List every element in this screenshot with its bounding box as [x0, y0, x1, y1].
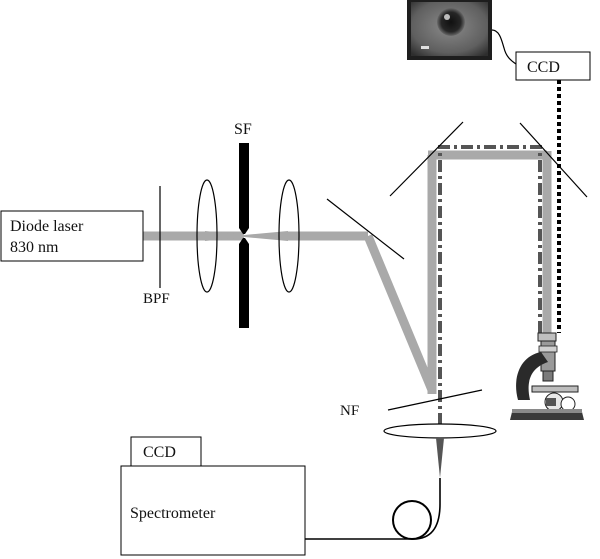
- bpf-label: BPF: [143, 291, 170, 307]
- scale-bar: [421, 46, 429, 49]
- microscope-light: [560, 396, 576, 412]
- cell-body: [437, 8, 465, 36]
- beam-segment-mirror-to-nf: [363, 234, 437, 392]
- spectrometer-label: Spectrometer: [130, 505, 216, 522]
- diode-laser-wavelength: 830 nm: [10, 239, 59, 256]
- mirror-2: [389, 121, 464, 197]
- spatial-filter-upper-blade: [239, 143, 249, 234]
- spectrometer-ccd-label: CCD: [143, 444, 176, 461]
- microscope-tube-ring: [538, 345, 558, 353]
- laser-beam-path: [143, 150, 552, 394]
- lens-1: [196, 179, 218, 293]
- diode-laser-label: Diode laser: [10, 218, 84, 235]
- microscope-objective: [542, 370, 554, 382]
- monitor-cable: [491, 29, 517, 65]
- beam-converge: [205, 231, 244, 241]
- dash-dot-signal-line: [438, 145, 542, 428]
- microscope-knob-hub: [546, 398, 556, 406]
- microscope-eyepiece: [537, 332, 557, 342]
- spectrometer-ccd-box: [130, 436, 202, 467]
- top-ccd-label: CCD: [527, 59, 560, 76]
- notch-filter: [387, 389, 483, 411]
- diode-laser-box: [0, 210, 144, 262]
- imaging-camera: CCD: [491, 29, 591, 81]
- microscope-arm: [516, 352, 548, 400]
- optical-fiber: [305, 478, 441, 540]
- spectrometer: Spectrometer CCD: [120, 436, 306, 556]
- collection-lens: [383, 423, 497, 439]
- mirror-3: [519, 122, 588, 198]
- cell-highlight: [444, 14, 450, 20]
- spatial-filter: SF: [234, 121, 252, 328]
- sf-label: SF: [234, 121, 252, 138]
- top-ccd-box: [515, 51, 591, 81]
- mirror-1: [326, 198, 405, 260]
- microscope-icon: [510, 332, 584, 420]
- fiber-coil-entry: [411, 503, 441, 540]
- spectrometer-box: [120, 465, 306, 556]
- monitor-cell-image: [407, 0, 492, 60]
- fiber-coil: [392, 500, 432, 540]
- microscope-base: [510, 412, 584, 420]
- spatial-filter-lower-blade: [239, 238, 249, 328]
- microscope-stage: [531, 385, 579, 393]
- focus-cone: [436, 438, 444, 478]
- diode-laser: Diode laser 830 nm: [0, 210, 144, 262]
- microscope-base-top: [512, 409, 582, 413]
- raman-signal-path: [438, 145, 542, 428]
- beam-diverge: [244, 231, 288, 241]
- nf-label: NF: [340, 403, 359, 419]
- lens-2: [278, 179, 300, 293]
